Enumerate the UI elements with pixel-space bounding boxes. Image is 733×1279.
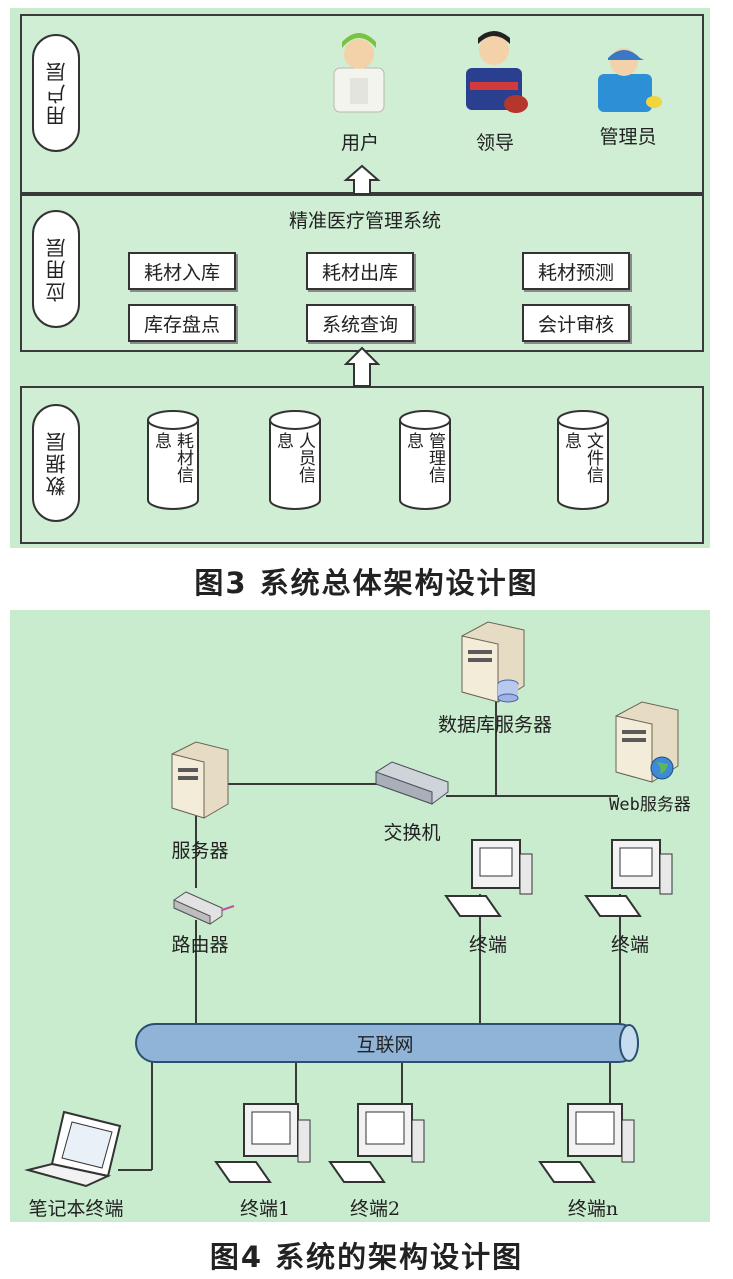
database-cylinder-icon: [557, 410, 609, 510]
module-forecast: 耗材预测: [522, 252, 630, 290]
server-icon: [171, 741, 229, 819]
data-item-personnel: 人员信息: [273, 432, 315, 483]
user-layer-label: 用户层: [32, 34, 80, 152]
internet-pipe-icon: [135, 1023, 639, 1063]
admin-label: 管理员: [599, 126, 657, 148]
data-layer-label: 数据层: [32, 404, 80, 522]
laptop-label: 笔记本终端: [28, 1198, 124, 1220]
router-icon: [173, 891, 235, 925]
database-cylinder-icon: [147, 410, 199, 510]
web-server-label: Web服务器: [609, 795, 691, 815]
module-stock-in: 耗材入库: [128, 252, 236, 290]
desktop-terminal-icon: [444, 839, 533, 917]
desktop-terminal-icon: [328, 1103, 425, 1183]
desktop-terminal-icon: [538, 1103, 635, 1183]
admin-icon: [598, 48, 662, 112]
internet-label: 互联网: [356, 1034, 414, 1056]
up-arrow-icon: [343, 164, 381, 195]
terminal-b-label: 终端: [610, 934, 649, 956]
web-server-icon: [615, 701, 679, 783]
figure3-caption: 图3 系统总体架构设计图: [194, 566, 539, 600]
figure4-caption: 图4 系统的架构设计图: [209, 1240, 524, 1274]
data-item-management: 管理信息: [403, 432, 445, 483]
app-layer-label: 应用层: [32, 210, 80, 328]
leader-label: 领导: [475, 132, 514, 154]
database-server-icon: [461, 621, 525, 703]
desktop-terminal-icon: [584, 839, 673, 917]
up-arrow-icon: [343, 346, 381, 387]
terminal-n-label: 终端n: [567, 1198, 619, 1220]
db-server-label: 数据库服务器: [437, 714, 552, 736]
router-label: 路由器: [171, 934, 229, 956]
database-cylinder-icon: [399, 410, 451, 510]
user-icon: [333, 33, 385, 113]
desktop-terminal-icon: [214, 1103, 311, 1183]
system-title: 精准医疗管理系统: [288, 210, 441, 232]
database-cylinder-icon: [269, 410, 321, 510]
user-label: 用户: [340, 132, 379, 154]
switch-icon: [375, 761, 449, 805]
module-audit: 会计审核: [522, 304, 630, 342]
terminal-1-label: 终端1: [239, 1198, 291, 1220]
module-query: 系统查询: [306, 304, 414, 342]
terminal-2-label: 终端2: [349, 1198, 401, 1220]
leader-icon: [466, 31, 528, 113]
data-item-materials: 耗材信息: [151, 432, 193, 483]
module-stock-out: 耗材出库: [306, 252, 414, 290]
laptop-icon: [24, 1110, 122, 1188]
module-inventory: 库存盘点: [128, 304, 236, 342]
switch-label: 交换机: [383, 822, 441, 844]
terminal-a-label: 终端: [468, 934, 507, 956]
data-item-files: 文件信息: [561, 432, 603, 483]
server-label: 服务器: [171, 840, 229, 862]
